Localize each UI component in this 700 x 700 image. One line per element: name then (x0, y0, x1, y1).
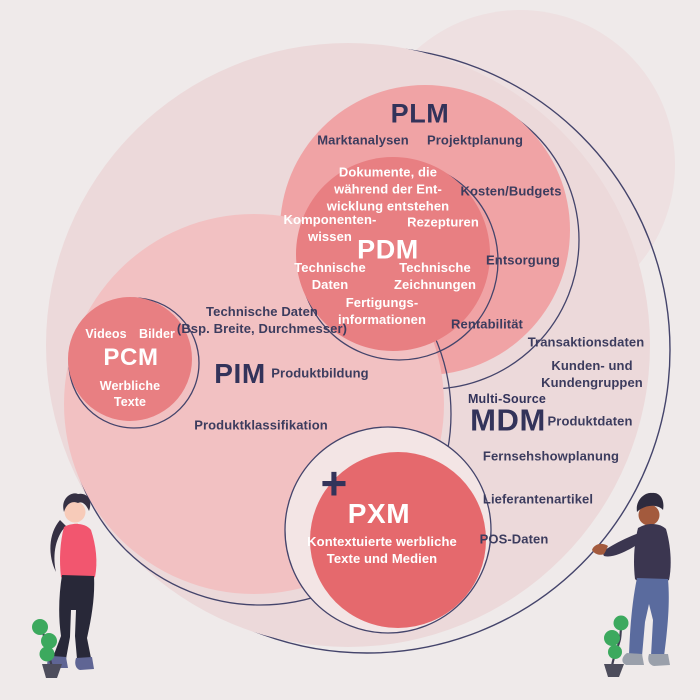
label-transaktionsdaten: Transaktionsdaten (527, 334, 645, 350)
mdm-eyebrow: Multi-Source (467, 391, 547, 406)
man-shoe-right (648, 654, 670, 666)
man-sweater (634, 523, 671, 585)
plus-sign: + (320, 457, 348, 509)
pxm-circle (310, 452, 486, 628)
man-pants (629, 578, 669, 656)
pcm-circle (68, 297, 192, 421)
label-fernsehshowplanung: Fernsehshowplanung (482, 448, 620, 464)
label-produktbildung: Produktbildung (271, 365, 369, 381)
label-produktdaten: Produktdaten (547, 413, 633, 429)
man-shoe-left (622, 653, 644, 665)
label-rentabilitaet: Rentabilität (451, 316, 523, 332)
man-head (638, 504, 660, 526)
label-dokumente: Dokumente, die während der Ent- wicklung… (326, 164, 450, 214)
label-technische-daten-pdm: Technische Daten (294, 260, 366, 292)
woman-pants (53, 575, 95, 659)
plant-right (604, 615, 629, 677)
label-videos: Videos (85, 326, 127, 341)
plant-right-pot (604, 664, 624, 677)
label-rezepturen: Rezepturen (407, 214, 479, 230)
label-marktanalysen: Marktanalysen (317, 132, 409, 148)
person-man (592, 492, 671, 666)
plant-left-pot (42, 664, 62, 678)
label-projektplanung: Projektplanung (426, 132, 524, 148)
pcm-title: PCM (103, 344, 159, 371)
plant-left (32, 619, 62, 678)
woman-hair (63, 493, 91, 512)
plm-title: PLM (390, 98, 450, 129)
label-technische-zeichnungen: Technische Zeichnungen (394, 260, 476, 292)
man-arm (603, 532, 646, 557)
person-woman (47, 493, 97, 670)
label-technische-daten-pim: Technische Daten (Bsp. Breite, Durchmess… (176, 304, 348, 336)
pdm-title: PDM (357, 234, 419, 265)
woman-hair-strand (50, 520, 66, 572)
plant-right-leaf (604, 630, 620, 646)
pim-title: PIM (214, 358, 266, 389)
man-hand (592, 543, 608, 555)
label-werbliche-texte: Werbliche Texte (99, 378, 161, 409)
label-bilder: Bilder (138, 326, 176, 341)
woman-top (60, 523, 97, 583)
man-beanie (636, 492, 664, 512)
label-kontextuierte: Kontextuierte werbliche Texte und Medien (307, 534, 457, 566)
label-entsorgung: Entsorgung (486, 252, 560, 268)
label-pos-daten: POS-Daten (479, 531, 549, 547)
label-fertigungsinformationen: Fertigungs- informationen (338, 295, 426, 327)
label-kosten-budgets: Kosten/Budgets (460, 183, 562, 199)
plant-left-leaf (32, 619, 48, 635)
pxm-title: PXM (347, 498, 411, 529)
label-lieferantenartikel: Lieferantenartikel (482, 491, 594, 507)
label-komponentenwissen: Komponenten- wissen (283, 212, 377, 244)
pdm-circle (296, 157, 490, 351)
label-produktklassifikation: Produktklassifikation (194, 417, 328, 433)
plant-left-leaf (41, 633, 57, 649)
woman-shoe-right (75, 657, 94, 670)
mdm-title: MDM (470, 402, 546, 438)
label-kunden: Kunden- und Kundengruppen (541, 358, 643, 390)
plant-right-leaf (613, 615, 629, 631)
plant-right-leaf (608, 645, 622, 659)
plant-left-leaf (39, 646, 55, 662)
woman-head (64, 501, 86, 523)
